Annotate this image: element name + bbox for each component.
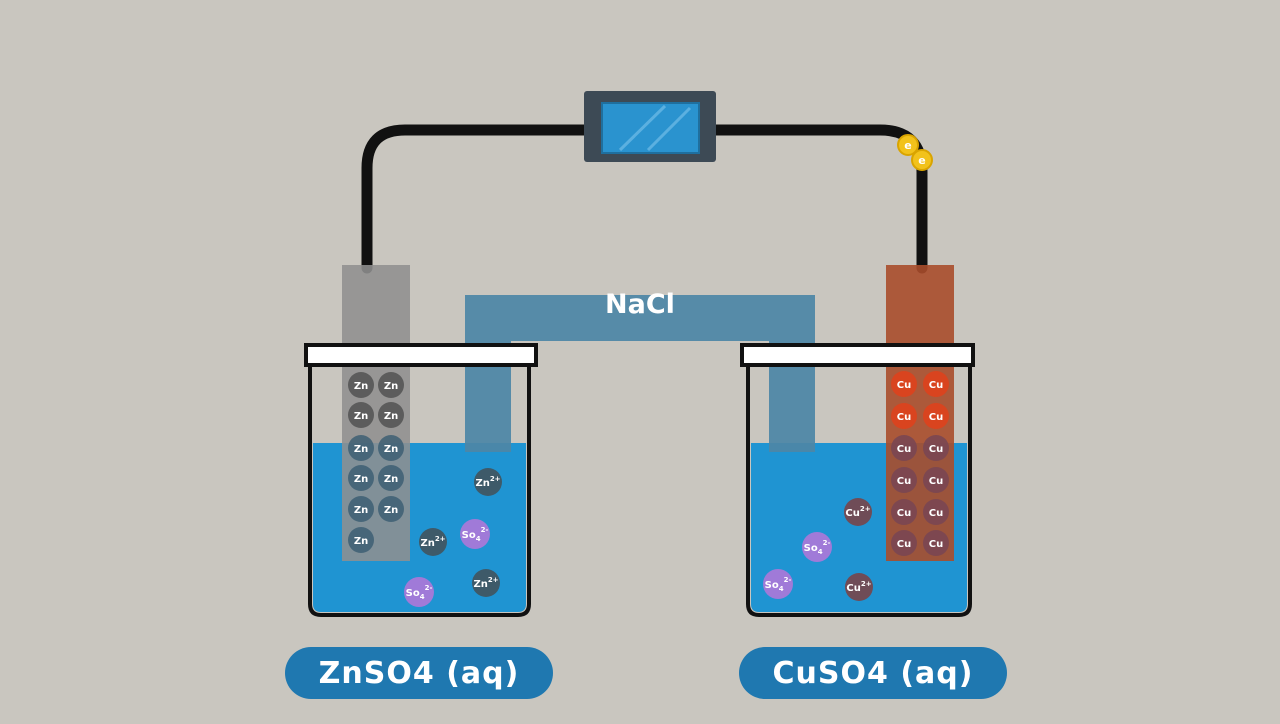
copper-atom: Cu	[923, 435, 949, 461]
copper-ion: Cu2+	[845, 573, 873, 601]
sulfate-ion: So42-	[404, 577, 434, 607]
zinc-ion: Zn2+	[472, 569, 500, 597]
copper-atom: Cu	[891, 530, 917, 556]
electron: e	[897, 134, 919, 156]
svg-text:Cu: Cu	[929, 380, 943, 391]
svg-text:Cu: Cu	[897, 476, 911, 487]
zinc-ion: Zn2+	[419, 528, 447, 556]
svg-text:Cu: Cu	[929, 412, 943, 423]
svg-text:Cu: Cu	[929, 444, 943, 455]
svg-text:Zn: Zn	[384, 444, 398, 455]
svg-text:Cu: Cu	[929, 476, 943, 487]
zinc-atom: Zn	[378, 465, 404, 491]
svg-text:Zn: Zn	[384, 505, 398, 516]
svg-text:Cu: Cu	[897, 539, 911, 550]
zinc-atom: Zn	[348, 465, 374, 491]
zinc-atom: Zn	[378, 435, 404, 461]
svg-text:Zn: Zn	[354, 381, 368, 392]
left-beaker	[304, 343, 538, 617]
copper-atom: Cu	[923, 403, 949, 429]
copper-atom: Cu	[923, 499, 949, 525]
copper-atom: Cu	[891, 435, 917, 461]
electron: e	[911, 149, 933, 171]
sulfate-ion: So42-	[763, 569, 793, 599]
svg-text:e: e	[918, 154, 925, 167]
zinc-atom: Zn	[348, 372, 374, 398]
sulfate-ion: So42-	[460, 519, 490, 549]
copper-atom: Cu	[891, 467, 917, 493]
copper-atom: Cu	[923, 530, 949, 556]
right-solution-label: CuSO4 (aq)	[739, 647, 1007, 699]
svg-text:Zn: Zn	[384, 381, 398, 392]
copper-atom: Cu	[891, 499, 917, 525]
svg-text:Zn: Zn	[354, 444, 368, 455]
zinc-atom: Zn	[348, 496, 374, 522]
meter	[584, 91, 716, 162]
svg-text:Cu: Cu	[897, 380, 911, 391]
copper-atom: Cu	[891, 403, 917, 429]
copper-atom: Cu	[891, 371, 917, 397]
svg-text:Zn: Zn	[354, 411, 368, 422]
sulfate-ion: So42-	[802, 532, 832, 562]
svg-text:Zn: Zn	[384, 474, 398, 485]
zinc-atom: Zn	[348, 527, 374, 553]
zinc-ion: Zn2+	[474, 468, 502, 496]
zinc-atom: Zn	[348, 402, 374, 428]
zinc-atom: Zn	[378, 402, 404, 428]
copper-ion: Cu2+	[844, 498, 872, 526]
svg-text:Cu: Cu	[897, 508, 911, 519]
svg-text:Cu: Cu	[897, 444, 911, 455]
copper-atom: Cu	[923, 371, 949, 397]
svg-text:e: e	[904, 139, 911, 152]
zinc-atom: Zn	[378, 372, 404, 398]
svg-text:Zn: Zn	[354, 536, 368, 547]
svg-text:Zn: Zn	[384, 411, 398, 422]
salt-bridge-label: NaCl	[605, 289, 675, 320]
right-beaker	[740, 343, 975, 617]
left-solution-label: ZnSO4 (aq)	[285, 647, 553, 699]
zinc-atom: Zn	[348, 435, 374, 461]
svg-text:Zn: Zn	[354, 505, 368, 516]
svg-text:Cu: Cu	[897, 412, 911, 423]
svg-text:Zn: Zn	[354, 474, 368, 485]
zinc-atom: Zn	[378, 496, 404, 522]
svg-text:Cu: Cu	[929, 539, 943, 550]
svg-text:Cu: Cu	[929, 508, 943, 519]
copper-atom: Cu	[923, 467, 949, 493]
salt-bridge	[465, 295, 815, 452]
